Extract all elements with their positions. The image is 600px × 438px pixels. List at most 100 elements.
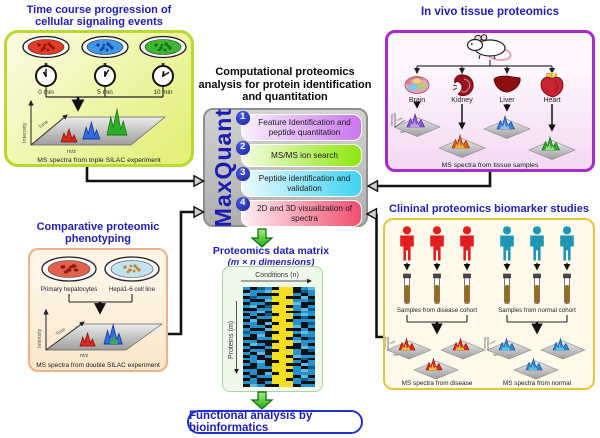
- disease-cohort-persons: [400, 226, 474, 261]
- step-4-badge: 4: [236, 197, 250, 211]
- step-peptide-identification: 3 Peptide identification and validation: [236, 167, 362, 197]
- in-vivo-title: In vivo tissue proteomics: [420, 6, 560, 18]
- matrix-title-line2: (m × n dimensions): [227, 256, 315, 268]
- dish-label-hepa16: Hepa1-6 cell line: [109, 286, 156, 293]
- axis-mz-label: m/z: [493, 353, 499, 357]
- bracket-line: [68, 294, 133, 303]
- branch-line: [417, 60, 552, 67]
- petri-dish-hepatocytes-icon: [41, 256, 97, 282]
- ms-spectra-normal: Intensity Time m/z: [483, 337, 586, 380]
- heatmap: [243, 287, 315, 387]
- petri-dish-green-icon: [139, 35, 187, 59]
- center-title-line2: analysis for protein identification: [198, 78, 372, 91]
- axis-intensity-label: Intensity: [390, 114, 394, 126]
- clinical-panel: Samples from disease cohort Samples from…: [383, 218, 595, 390]
- axis-time-label: Time: [389, 339, 397, 346]
- time-course-title-line1: Time course progression of: [26, 4, 172, 16]
- ms-spectrum-liver: [483, 114, 531, 139]
- disease-caption: MS spectra from disease: [402, 380, 473, 387]
- clock-0min-icon: [35, 63, 57, 87]
- test-tube-icon: [533, 273, 541, 304]
- organ-label-heart: Heart: [543, 97, 560, 104]
- maxquant-box: MaxQuant 1 Feature Identification and pe…: [203, 108, 368, 227]
- matrix-title: Proteomics data matrix (m × n dimensions…: [200, 245, 342, 268]
- brain-icon: [404, 76, 430, 94]
- matrix-title-line1: Proteomics data matrix: [212, 245, 330, 257]
- person-icon: [400, 226, 414, 261]
- axis-mz-label: m/z: [400, 130, 406, 134]
- person-icon: [460, 226, 474, 261]
- clinical-title: Clininal proteomics biomarker studies: [389, 203, 589, 215]
- comparative-caption: MS spectra from double SILAC experiment: [36, 362, 160, 369]
- test-tube-icon: [433, 273, 441, 304]
- organ-label-kidney: Kidney: [451, 97, 473, 104]
- clock-5min-icon: [94, 63, 116, 87]
- heart-icon: [540, 72, 564, 98]
- comparative-title-line2: phenotyping: [65, 233, 131, 246]
- person-icon: [430, 226, 444, 261]
- dish-label-hepatocytes: Primary hepatocytes: [41, 286, 97, 293]
- ms-spectrum-triple-silac: Intensity Time m/z: [22, 99, 166, 155]
- normal-cohort-persons: [500, 226, 574, 261]
- step-3-label: Peptide identification and validation: [258, 174, 351, 193]
- functional-analysis-box: Functional analysis by bioinformatics: [187, 410, 363, 434]
- step-3-badge: 3: [236, 167, 250, 181]
- comparative-title: Comparative proteomic phenotyping: [18, 221, 178, 246]
- petri-dish-blue-icon: [81, 35, 129, 59]
- conditions-label: Conditions (n): [255, 272, 299, 279]
- ms-spectra-disease: Intensity Time m/z: [385, 337, 486, 380]
- step-visualization: 4 2D and 3D visualization of spectra: [236, 197, 362, 227]
- comparative-panel: Primary hepatocytes Hepa1-6 cell line In…: [28, 248, 168, 372]
- maxquant-brand: MaxQuant: [207, 108, 239, 227]
- ms-spectrum-brain: Intensity Time m/z: [390, 112, 441, 137]
- axis-time-label: Time: [55, 327, 67, 338]
- center-title: Computational proteomics analysis for pr…: [190, 66, 380, 104]
- axis-intensity-label: Intensity: [385, 337, 387, 349]
- bracket-line: [45, 87, 164, 98]
- center-title-line1: Computational proteomics: [215, 66, 355, 78]
- normal-caption: MS spectra from normal: [503, 380, 571, 387]
- functional-analysis-label: Functional analysis by bioinformatics: [189, 410, 313, 434]
- normal-cohort-label: Samples from normal cohort: [498, 307, 576, 314]
- ms-spectrum-heart: [528, 135, 576, 160]
- axis-time-label: Time: [489, 339, 497, 346]
- test-tube-icon: [463, 273, 471, 304]
- person-icon: [560, 226, 574, 261]
- green-arrow-matrix-to-functional: [250, 391, 274, 410]
- time-course-caption: MS spectra from triple SILAC experiment: [37, 157, 161, 164]
- kidney-icon: [452, 74, 474, 97]
- step-2-badge: 2: [236, 141, 250, 155]
- axis-mz-label: m/z: [67, 149, 76, 155]
- clock-10min-icon: [152, 63, 174, 87]
- axis-mz-label: m/z: [80, 353, 89, 359]
- step-1-label: Feature Identification and peptide quant…: [258, 118, 351, 137]
- step-1-badge: 1: [236, 111, 250, 125]
- axis-mz-label: m/z: [393, 353, 399, 357]
- time-course-title: Time course progression of cellular sign…: [8, 4, 190, 29]
- in-vivo-panel: Brain Kidney Liver Heart Intensity Time …: [385, 30, 595, 172]
- arrow-invivo-to-maxquant: [377, 172, 492, 188]
- person-icon: [530, 226, 544, 261]
- time-course-panel: 0 min 5 min 10 min Intensity Time m/z MS…: [4, 30, 194, 167]
- liver-icon: [493, 75, 521, 93]
- center-title-line3: and quantitation: [242, 91, 328, 104]
- step-msms-ion-search: 2 MS/MS ion search: [236, 141, 362, 167]
- axis-time-label: Time: [396, 116, 404, 123]
- petri-dish-red-icon: [22, 35, 70, 59]
- disease-cohort-label: Samples from disease cohort: [397, 307, 477, 314]
- matrix-box: Conditions (n) Proteins (m): [222, 266, 323, 392]
- ms-spectrum-kidney: [438, 133, 486, 158]
- test-tube-icon: [563, 273, 571, 304]
- sample-tubes: [403, 273, 571, 304]
- test-tube-icon: [503, 273, 511, 304]
- petri-dish-hepa16-icon: [104, 256, 160, 282]
- time-course-title-line2: cellular signaling events: [35, 16, 163, 29]
- axis-time-label: Time: [38, 119, 50, 131]
- axis-intensity-label: Intensity: [37, 328, 43, 348]
- proteins-label: Proteins (m): [228, 321, 235, 359]
- test-tube-icon: [403, 273, 411, 304]
- comparative-title-line1: Comparative proteomic: [36, 221, 160, 233]
- step-4-label: 2D and 3D visualization of spectra: [256, 204, 353, 223]
- step-feature-identification: 1 Feature Identification and peptide qua…: [236, 111, 362, 141]
- ms-spectrum-double-silac: Intensity Time m/z: [37, 308, 164, 359]
